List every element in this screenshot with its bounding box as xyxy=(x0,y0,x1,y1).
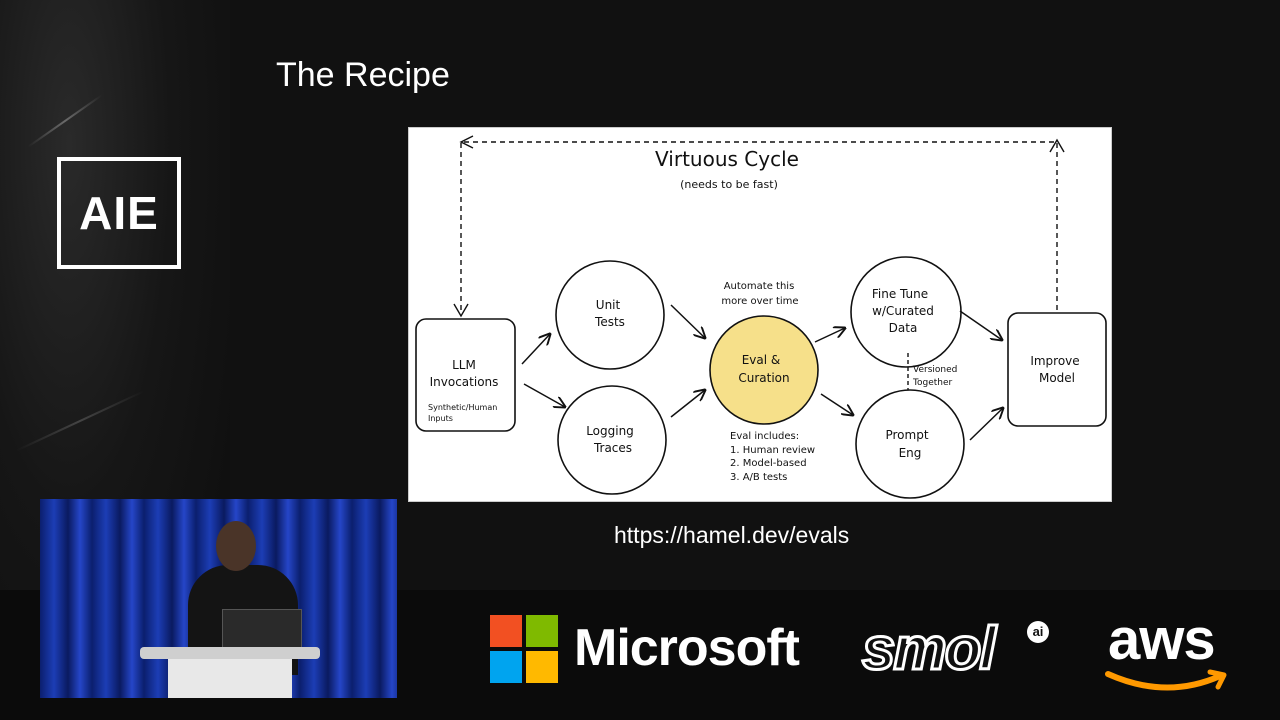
light-streak xyxy=(27,94,103,148)
llm-note-2: Inputs xyxy=(428,414,453,423)
eval-curation-node xyxy=(709,315,819,425)
feedback-arrowhead-left xyxy=(453,303,469,318)
arrow-unit-to-eval xyxy=(670,304,705,338)
diagram-subtitle: (needs to be fast) xyxy=(680,178,778,191)
diagram-title: Virtuous Cycle xyxy=(655,147,799,171)
diagram-canvas: Virtuous Cycle (needs to be fast) LLM In… xyxy=(415,135,1107,499)
aie-logo: AIE xyxy=(57,157,181,269)
feedback-arrowhead-start xyxy=(459,135,474,149)
speaker-video-feed xyxy=(40,499,397,698)
arrow-logging-to-eval xyxy=(670,390,705,418)
arrow-llm-to-logging xyxy=(523,383,565,407)
eval-includes-item-2: 2. Model-based xyxy=(730,458,807,469)
light-streak xyxy=(16,390,144,452)
arrow-finetune-to-improve xyxy=(959,310,1002,340)
improve-label-2: Model xyxy=(1039,371,1075,385)
eval-label-1: Eval & xyxy=(742,353,781,367)
fine-tune-label-3: Data xyxy=(889,321,918,335)
eval-includes-item-3: 3. A/B tests xyxy=(730,472,787,483)
eval-includes-heading: Eval includes: xyxy=(730,431,799,442)
aws-wordmark: aws xyxy=(1108,607,1216,672)
automate-note-2: more over time xyxy=(721,296,798,307)
llm-label-2: Invocations xyxy=(430,375,499,389)
virtuous-cycle-diagram: Virtuous Cycle (needs to be fast) LLM In… xyxy=(408,127,1112,502)
speaker-head xyxy=(216,521,256,571)
ms-square-red xyxy=(490,615,522,647)
automate-note-1: Automate this xyxy=(724,281,795,292)
slide-url-link[interactable]: https://hamel.dev/evals xyxy=(614,522,850,548)
feedback-loop-arrow xyxy=(460,141,1058,314)
unit-tests-label-1: Unit xyxy=(596,298,621,312)
eval-label-2: Curation xyxy=(738,371,789,385)
versioned-note-2: Together xyxy=(912,378,952,388)
improve-label-1: Improve xyxy=(1030,354,1079,368)
ms-square-yellow xyxy=(526,651,558,683)
prompt-eng-node xyxy=(855,389,965,499)
arrow-llm-to-unit xyxy=(521,334,550,365)
prompt-label-2: Eng xyxy=(899,446,922,460)
microsoft-wordmark: Microsoft xyxy=(574,619,800,677)
ms-square-green xyxy=(526,615,558,647)
eval-includes-item-1: 1. Human review xyxy=(730,445,815,456)
logging-label-2: Traces xyxy=(593,441,632,455)
smol-ai-badge: ai xyxy=(1027,621,1049,643)
ms-square-blue xyxy=(490,651,522,683)
arrow-eval-to-finetune xyxy=(814,328,845,343)
improve-model-node xyxy=(1007,312,1107,427)
podium-base xyxy=(168,659,292,698)
fine-tune-label-1: Fine Tune xyxy=(872,287,928,301)
flow-arrows xyxy=(521,304,1003,441)
arrow-prompt-to-improve xyxy=(969,408,1003,441)
slide-title: The Recipe xyxy=(276,56,450,94)
llm-label-1: LLM xyxy=(452,358,476,372)
fine-tune-label-2: w/Curated xyxy=(872,304,934,318)
logging-traces-node xyxy=(557,385,667,495)
prompt-label-1: Prompt xyxy=(885,428,928,442)
llm-note-1: Synthetic/Human xyxy=(428,403,497,412)
smol-ai-wordmark: smol xyxy=(860,614,997,684)
versioned-note-1: Versioned xyxy=(913,365,957,375)
feedback-arrowhead-top xyxy=(1049,138,1065,153)
unit-tests-label-2: Tests xyxy=(594,315,625,329)
llm-invocations-node xyxy=(415,318,516,432)
aws-smile-icon xyxy=(1105,669,1227,691)
logging-label-1: Logging xyxy=(586,424,634,438)
podium-top xyxy=(140,647,320,659)
microsoft-logo-icon xyxy=(490,615,558,683)
arrow-eval-to-prompt xyxy=(820,393,853,415)
unit-tests-node xyxy=(555,260,665,370)
